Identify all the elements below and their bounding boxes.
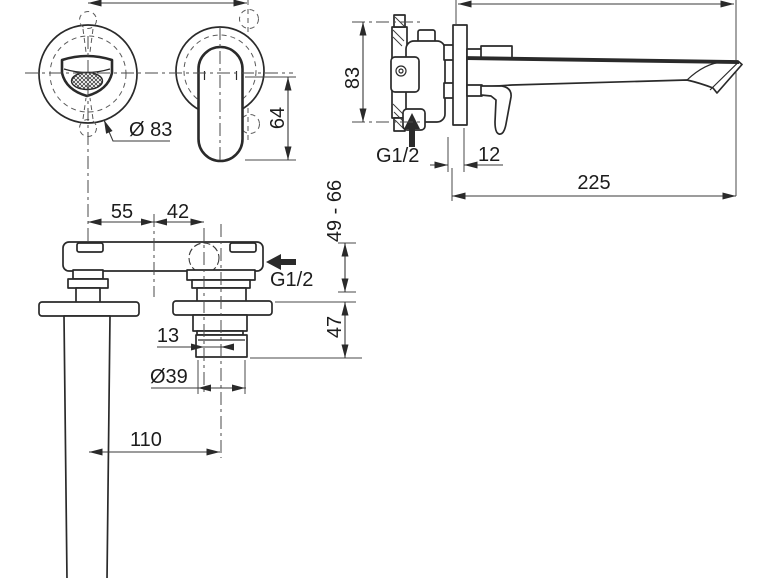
handle-lug-top: [239, 9, 259, 29]
dim-plate-depth: 12: [478, 144, 500, 166]
dim13-arrow-left: [191, 343, 204, 351]
left-neck-collar2: [67, 278, 109, 289]
handle-side-outline: [480, 85, 512, 135]
dim-mid-to-valve: 42: [167, 201, 189, 223]
dim-body-depth: 47: [324, 316, 346, 338]
dim-spout-projection: 225: [577, 172, 610, 194]
dim13-arrow-right: [221, 343, 234, 351]
dim-plan-inlet-thread: G1/2: [270, 269, 313, 291]
spout-side-outline: [466, 56, 743, 94]
left-escutcheon-plan: [38, 301, 140, 317]
dim-install-depth-range: 49 - 66: [324, 180, 346, 242]
front-view: 64 Ø 83: [25, 0, 296, 530]
dim-fixing-distance: 83: [342, 67, 364, 89]
spout-lug-projection-lines: [82, 28, 94, 120]
spout-mouth-line: [709, 63, 738, 91]
side-view: G1/2 83 12 225 49 - 66 47: [250, 0, 743, 359]
right-escutcheon-plan: [172, 300, 273, 316]
wall-plate-section: [452, 24, 468, 126]
cartridge-screw: [395, 65, 407, 77]
dim-escutcheon-diameter: Ø 83: [129, 119, 172, 141]
dim-outlet-offset: 13: [157, 325, 179, 347]
spout-escutcheon-hidden-circle: [49, 35, 127, 113]
dim-thread-diameter: Ø39: [150, 366, 188, 388]
outlet-cylinder: [192, 314, 248, 332]
plan-view: 55 42 G1/2 13 Ø39 110: [38, 201, 313, 578]
left-neck-stem: [75, 287, 101, 304]
dim-diameter-leader: [103, 119, 170, 142]
spout-lug-top: [79, 11, 97, 29]
dim39-arrow-right: [232, 384, 245, 392]
plate-section-hatch: [392, 16, 405, 130]
spout-front-rim-line: [63, 68, 111, 74]
dim-spout-to-mid: 55: [111, 201, 133, 223]
spout-top-edge: [466, 57, 740, 64]
cartridge-screw-center: [398, 68, 404, 74]
dim-handle-height: 64: [267, 107, 289, 129]
manifold-boss-left: [76, 242, 104, 253]
dim-spout-length: 110: [130, 429, 162, 451]
manifold-bar: [62, 241, 264, 272]
supply-pipe: [63, 315, 111, 578]
aerator-screen: [70, 71, 104, 91]
manifold-boss-right: [229, 242, 257, 253]
handle-hub: [466, 84, 483, 97]
dim-side-inlet-thread: G1/2: [376, 145, 419, 167]
dim39-arrow-left: [198, 384, 211, 392]
left-neck-collar1: [72, 269, 104, 280]
dim42-inner-arrow: [154, 218, 167, 226]
inlet-direction-arrow-left: [266, 254, 296, 270]
dim55-inner-arrow: [141, 218, 154, 226]
spout-tip-curve: [686, 61, 724, 81]
